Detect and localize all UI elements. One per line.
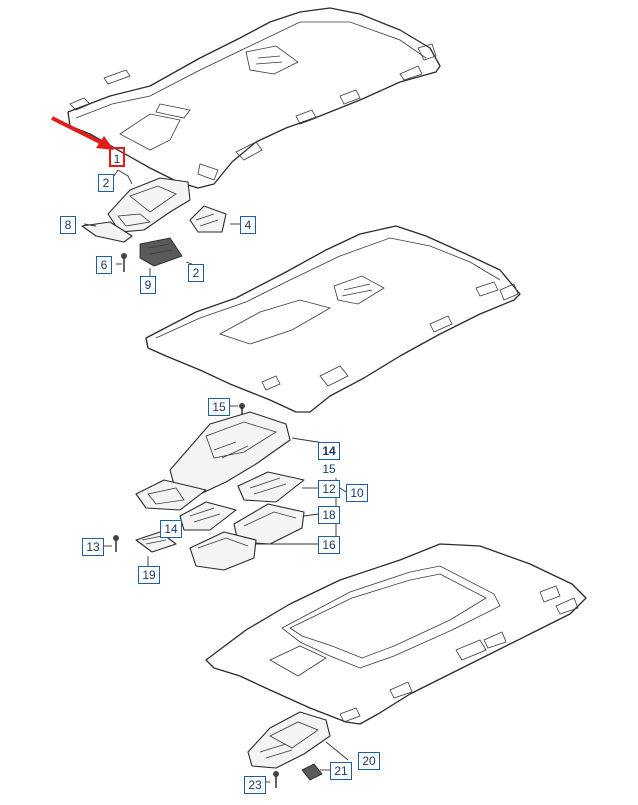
light-unit <box>139 237 183 267</box>
callout-2-lower[interactable]: 2 <box>188 264 204 282</box>
screw-icon <box>113 535 119 552</box>
highlight-box <box>109 147 125 167</box>
callout-10[interactable]: 10 <box>346 484 368 502</box>
trim-strip <box>81 221 133 243</box>
callout-6[interactable]: 6 <box>96 256 112 274</box>
callout-1[interactable]: 1 <box>113 152 121 166</box>
bulb-holder <box>301 763 323 781</box>
callout-4[interactable]: 4 <box>240 216 256 234</box>
callout-14-lower[interactable]: 14 <box>160 520 182 538</box>
screw-icon <box>239 403 245 414</box>
callout-15[interactable]: 15 <box>208 398 230 416</box>
screw-icon <box>273 771 279 788</box>
overhead-console-rear <box>247 711 331 769</box>
cover-panel <box>179 501 237 531</box>
headliner-bottom <box>205 543 587 725</box>
callout-13[interactable]: 13 <box>82 538 104 556</box>
overhead-console <box>135 411 291 511</box>
callout-14[interactable]: 14 <box>318 442 340 460</box>
callout-9[interactable]: 9 <box>140 276 156 294</box>
callout-23[interactable]: 23 <box>244 776 266 794</box>
callout-12[interactable]: 12 <box>318 480 340 498</box>
callout-15-group[interactable]: 15 <box>318 460 340 478</box>
callout-16[interactable]: 16 <box>318 536 340 554</box>
callout-20[interactable]: 20 <box>358 752 380 770</box>
headliner-top <box>67 7 441 189</box>
callout-19[interactable]: 19 <box>138 566 160 584</box>
callout-2[interactable]: 2 <box>98 174 114 192</box>
lens-part <box>189 205 227 233</box>
console-front <box>107 177 191 233</box>
storage-tray <box>189 531 257 571</box>
callout-18[interactable]: 18 <box>318 506 340 524</box>
red-arrow-icon <box>51 116 114 150</box>
cover-panel <box>237 471 305 503</box>
screw-icon <box>121 253 127 272</box>
headliner-middle <box>145 225 521 413</box>
callout-21[interactable]: 21 <box>330 762 352 780</box>
callout-8[interactable]: 8 <box>60 216 76 234</box>
